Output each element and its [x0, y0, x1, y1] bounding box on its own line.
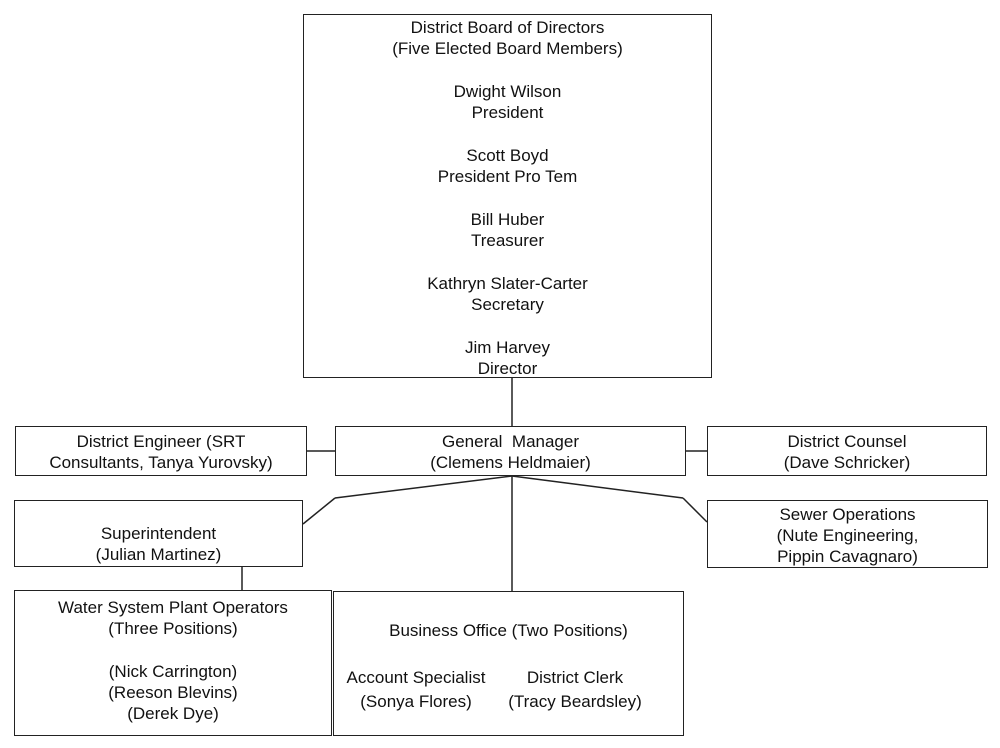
counsel-title: District Counsel: [787, 432, 907, 451]
sewer-title: Sewer Operations: [779, 505, 916, 524]
board-member-role: Treasurer: [470, 231, 545, 250]
superintendent-name: (Julian Martinez): [95, 545, 222, 564]
operator-name: (Reeson Blevins): [108, 683, 238, 702]
operator-name: (Nick Carrington): [108, 662, 238, 681]
board-member-name: Kathryn Slater-Carter: [427, 274, 588, 293]
gm-to-superintendent-line: [334, 475, 513, 499]
board-title: District Board of Directors: [410, 18, 605, 37]
board-of-directors-box: District Board of Directors (Five Electe…: [303, 14, 712, 378]
gm-to-sewer-line: [511, 475, 684, 499]
position-title: Account Specialist: [346, 668, 486, 687]
sewer-branch-line: [682, 497, 708, 523]
district-counsel-box: District Counsel (Dave Schricker): [707, 426, 987, 476]
engineer-title: District Engineer (SRT: [76, 432, 246, 451]
counsel-name: (Dave Schricker): [783, 453, 911, 472]
superintendent-branch-line: [302, 497, 336, 525]
position-name: (Sonya Flores): [360, 692, 472, 711]
board-member-name: Bill Huber: [470, 210, 545, 229]
district-clerk-position: District Clerk (Tracy Beardsley): [500, 666, 650, 714]
board-member-role: President Pro Tem: [437, 167, 578, 186]
superintendent-title: Superintendent: [100, 524, 217, 543]
board-member-name: Jim Harvey: [464, 338, 550, 357]
board-member-name: Dwight Wilson: [453, 82, 562, 101]
board-member-role: Secretary: [471, 295, 544, 314]
general-manager-box: General Manager (Clemens Heldmaier): [335, 426, 686, 476]
position-title: District Clerk: [526, 668, 624, 687]
sewer-firm: (Nute Engineering,: [776, 526, 919, 545]
business-title: Business Office (Two Positions): [389, 621, 628, 640]
engineer-name: Consultants, Tanya Yurovsky): [49, 453, 273, 472]
gm-title: General Manager: [441, 432, 580, 451]
operators-subtitle: (Three Positions): [108, 619, 238, 638]
position-name: (Tracy Beardsley): [508, 692, 642, 711]
superintendent-box: Superintendent (Julian Martinez): [14, 500, 303, 567]
board-member-name: Scott Boyd: [466, 146, 549, 165]
sewer-operations-box: Sewer Operations (Nute Engineering, Pipp…: [707, 500, 988, 568]
gm-name: (Clemens Heldmaier): [430, 453, 591, 472]
business-office-box: Business Office (Two Positions) Account …: [333, 591, 684, 736]
operators-title: Water System Plant Operators: [58, 598, 288, 617]
board-subtitle: (Five Elected Board Members): [392, 39, 623, 58]
sewer-name: Pippin Cavagnaro): [777, 547, 918, 566]
water-plant-operators-box: Water System Plant Operators (Three Posi…: [14, 590, 332, 736]
account-specialist-position: Account Specialist (Sonya Flores): [342, 666, 490, 714]
district-engineer-box: District Engineer (SRT Consultants, Tany…: [15, 426, 307, 476]
operator-name: (Derek Dye): [127, 704, 219, 723]
board-member-role: President: [471, 103, 544, 122]
board-member-role: Director: [477, 359, 538, 378]
